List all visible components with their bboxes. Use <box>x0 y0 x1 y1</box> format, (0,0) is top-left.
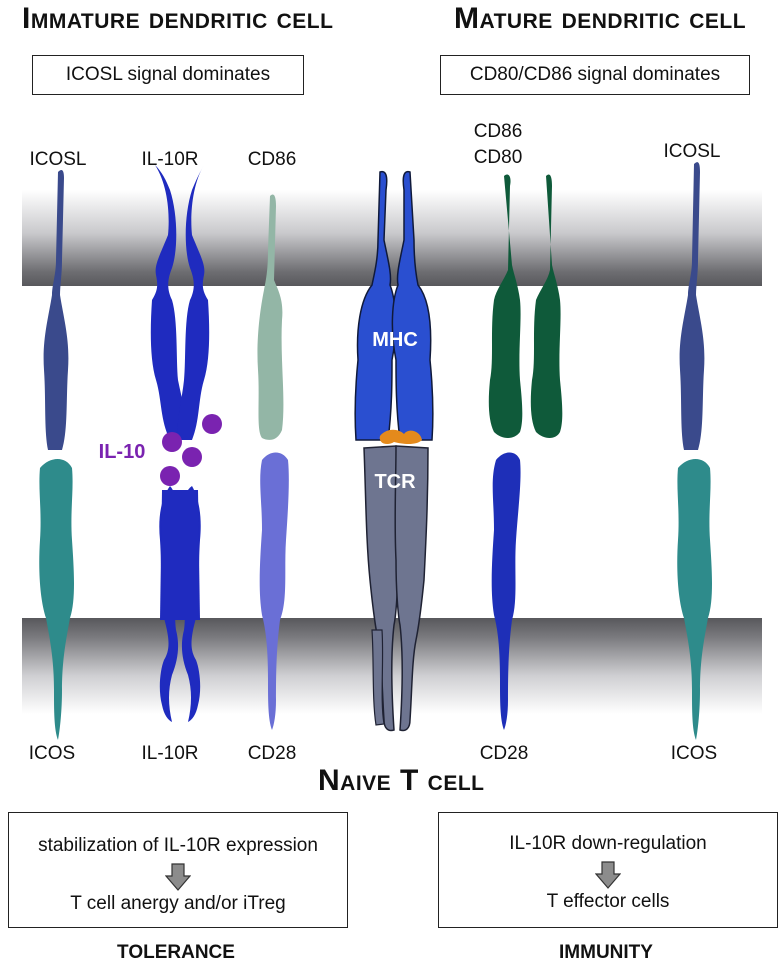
icosl-left-top-label: ICOSL <box>29 149 87 170</box>
cd80-right-top-label: CD80 <box>473 147 523 168</box>
peptide <box>379 429 422 444</box>
mature-dc-title: Mature dendritic cell <box>454 2 747 35</box>
icosl-signal-box: ICOSL signal dominates <box>32 55 304 95</box>
il10r-bottom-core <box>160 490 200 620</box>
cd86-left-top-label: CD86 <box>247 149 297 170</box>
tolerance-outcome-box: stabilization of IL-10R expression T cel… <box>8 812 348 928</box>
tcr-label: TCR <box>374 471 416 493</box>
cd86-left-molecule <box>257 194 284 440</box>
il10-particle <box>160 466 180 486</box>
tolerance-label: TOLERANCE <box>117 942 235 963</box>
icos-right-bottom-label: ICOS <box>670 743 718 764</box>
il10-particle <box>202 414 222 434</box>
il10r-stabilization-text: stabilization of IL-10R expression <box>38 835 318 856</box>
tcr-molecule <box>363 445 429 732</box>
cd86-right-top-label: CD86 <box>473 121 523 142</box>
icosl-right-top-label: ICOSL <box>663 141 721 162</box>
effector-cells-text: T effector cells <box>546 891 670 912</box>
cd28-right-molecule <box>491 452 521 730</box>
il10-particle <box>162 432 182 452</box>
down-arrow-icon <box>595 861 621 889</box>
anergy-itreg-text: T cell anergy and/or iTreg <box>70 893 286 914</box>
cd80-cd86-signal-box: CD80/CD86 signal dominates <box>440 55 750 95</box>
icosl-left-molecule <box>43 170 69 450</box>
icos-left-bottom-label: ICOS <box>28 743 76 764</box>
cd28-left-bottom-label: CD28 <box>247 743 297 764</box>
il10r-top-label: IL-10R <box>141 149 199 170</box>
naive-t-cell-title: Naive T cell <box>318 764 485 797</box>
cd28-left-molecule <box>259 452 289 730</box>
il10-particle <box>182 447 202 467</box>
immunity-label: IMMUNITY <box>559 942 653 963</box>
cd80-right-molecule <box>530 174 563 438</box>
immature-dc-title: Immature dendritic cell <box>22 2 334 35</box>
icos-right-molecule <box>677 459 712 740</box>
il10r-downregulation-text: IL-10R down-regulation <box>509 833 707 854</box>
icos-left-molecule <box>39 459 74 740</box>
immunity-outcome-box: IL-10R down-regulation T effector cells <box>438 812 778 928</box>
cd86-right-molecule <box>488 174 523 438</box>
mhc-label: MHC <box>372 329 418 351</box>
il10-label: IL-10 <box>98 441 146 463</box>
cd28-right-bottom-label: CD28 <box>479 743 529 764</box>
il10r-top-right <box>177 165 210 440</box>
dc-membrane <box>22 190 762 286</box>
icosl-right-molecule <box>679 162 705 450</box>
down-arrow-icon <box>165 863 191 891</box>
il10r-bottom-label: IL-10R <box>141 743 199 764</box>
il10r-top-left <box>150 165 187 440</box>
mhc-molecule <box>354 170 434 441</box>
